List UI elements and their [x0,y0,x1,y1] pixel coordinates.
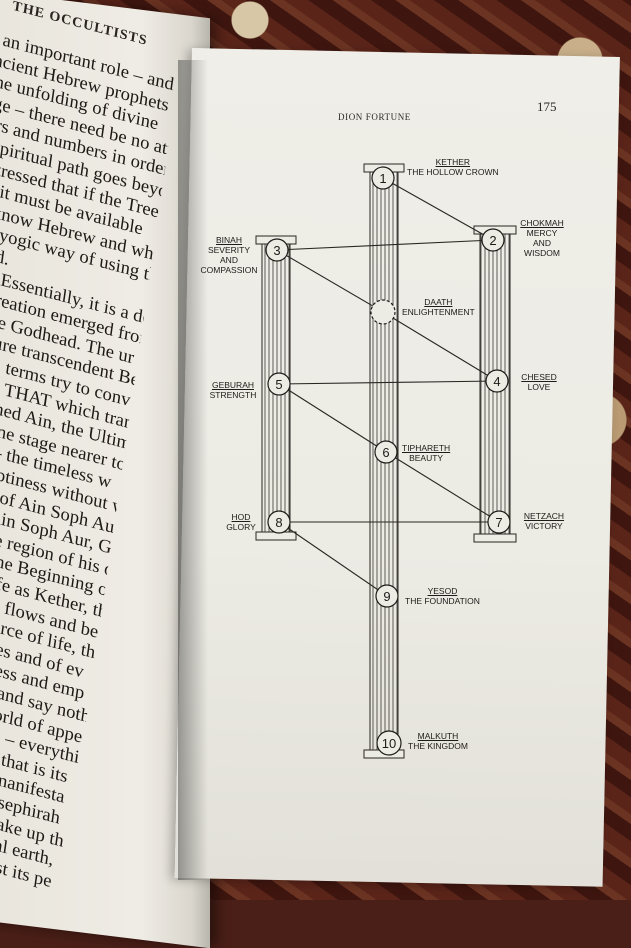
sephirah-node-geburah: 5 [267,372,291,396]
label-chokmah: CHOKMAH MERCY AND WISDOM [520,218,564,258]
label-hod: HOD GLORY [226,512,256,532]
label-kether: KETHER THE HOLLOW CROWN [407,157,499,177]
svg-text:8: 8 [275,515,282,530]
page-number: 175 [537,99,557,114]
svg-text:5: 5 [275,377,282,392]
label-tiphareth: TIPHARETH BEAUTY [402,443,451,463]
label-malkuth: MALKUTH THE KINGDOM [408,731,468,751]
label-netzach: NETZACH VICTORY [523,511,565,531]
label-geburah: GEBURAH STRENGTH [209,380,257,400]
label-chesed: CHESED LOVE [521,372,557,392]
svg-text:3: 3 [273,243,280,258]
label-binah: BINAH SEVERITY AND COMPASSION [200,235,258,275]
svg-text:10: 10 [382,736,396,751]
sephirah-node-netzach: 7 [487,510,511,534]
sephirah-node-chesed: 4 [485,369,509,393]
sephirah-node-malkuth: 10 [376,730,402,756]
svg-text:9: 9 [383,589,390,604]
sephirah-node-hod: 8 [267,510,291,534]
tree-of-life-diagram: 1 2 3 4 5 6 7 8 9 10 [255,163,517,759]
sephirah-node-yesod: 9 [375,584,399,608]
tree-paths [276,177,500,597]
svg-text:1: 1 [379,171,386,186]
sephirah-node-daath [370,299,396,325]
book-gutter [178,60,208,880]
sephirah-node-kether: 1 [371,166,395,190]
right-running-head: DION FORTUNE [338,112,411,122]
sephirah-node-tiphareth: 6 [374,440,398,464]
sephirah-node-binah: 3 [265,238,289,262]
sephirah-node-chokmah: 2 [481,228,505,252]
svg-text:7: 7 [495,515,502,530]
svg-text:6: 6 [382,445,389,460]
svg-text:2: 2 [489,233,496,248]
label-yesod: YESOD THE FOUNDATION [405,586,480,606]
label-daath: DAATH ENLIGHTENMENT [402,297,475,317]
svg-text:4: 4 [493,374,500,389]
